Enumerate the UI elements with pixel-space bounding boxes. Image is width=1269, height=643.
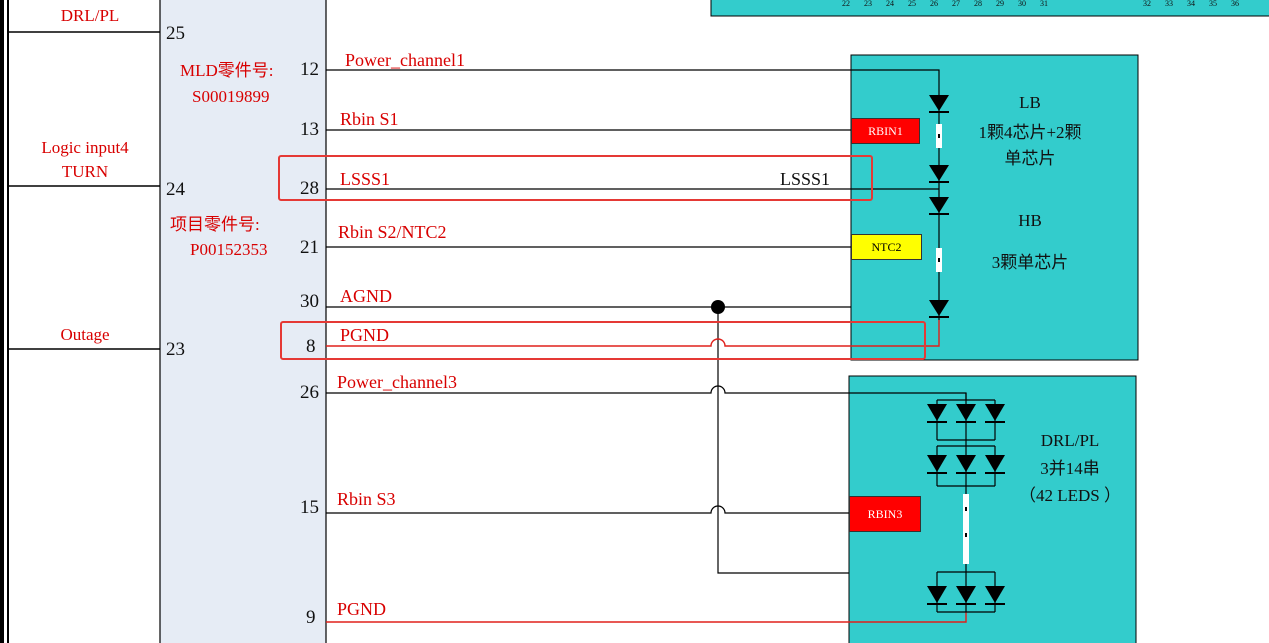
pin-21: 21 — [300, 237, 319, 258]
top-scale: 22 23 24 25 26 27 28 29 30 31 — [842, 0, 1048, 8]
junction-dot — [711, 300, 725, 314]
signal-power-channel1: Power_channel1 — [345, 50, 465, 70]
signal-rbin-s1: Rbin S1 — [340, 109, 399, 129]
turn-input-label-1: Logic input4 — [41, 138, 129, 157]
pin-13: 13 — [300, 119, 319, 140]
signal-pgnd-2: PGND — [337, 599, 387, 619]
highlight-pgnd — [280, 321, 926, 360]
mld-part-number: S00019899 — [192, 87, 270, 106]
outage-input-label: Outage — [60, 325, 110, 344]
project-part-number: P00152353 — [190, 240, 268, 259]
rbin1-tag: RBIN1 — [851, 118, 920, 144]
pin-12: 12 — [300, 59, 319, 80]
lsss1-tag: LSSS1 — [780, 169, 831, 189]
signal-rbin-s3: Rbin S3 — [337, 489, 396, 509]
highlight-lsss1 — [278, 155, 873, 201]
module-lb-hb — [850, 54, 1139, 361]
pin-8: 8 — [306, 336, 316, 357]
signal-agnd: AGND — [340, 286, 392, 306]
wire-agnd-drop — [717, 307, 849, 574]
wire-pgnd-1 — [326, 320, 940, 347]
drl-desc-1: 3并14串 — [1040, 459, 1100, 478]
rbin3-tag: RBIN3 — [849, 496, 921, 532]
wire-rbin-s3 — [326, 505, 849, 514]
drl-title: DRL/PL — [1040, 431, 1100, 450]
hb-title: HB — [1018, 211, 1042, 230]
lb-desc-2: 单芯片 — [1004, 149, 1056, 168]
signal-rbin-s2-ntc2: Rbin S2/NTC2 — [338, 222, 447, 242]
turn-input-label-2: TURN — [61, 162, 109, 181]
hb-desc: 3颗单芯片 — [991, 253, 1069, 272]
turn-input-pin: 24 — [166, 179, 185, 200]
mld-part-label: MLD零件号: — [180, 61, 274, 80]
drl-input-label: DRL/PL — [60, 6, 120, 25]
drl-input-pin: 25 — [166, 23, 185, 44]
wire-power-channel3 — [326, 385, 967, 400]
wire-pgnd-2 — [326, 612, 967, 623]
project-part-label: 项目零件号: — [170, 215, 260, 234]
lb-title: LB — [1019, 93, 1041, 112]
signal-lsss1: LSSS1 — [340, 169, 391, 189]
pin-28: 28 — [300, 178, 319, 199]
wire-power-channel1 — [326, 69, 940, 95]
signal-pgnd-1: PGND — [340, 325, 390, 345]
pin-9: 9 — [306, 607, 316, 628]
pin-15: 15 — [300, 497, 319, 518]
outage-input-pin: 23 — [166, 339, 185, 360]
signal-power-channel3: Power_channel3 — [337, 372, 457, 392]
left-frame-bar — [0, 0, 4, 643]
ntc2-tag: NTC2 — [851, 234, 922, 260]
lb-hb-led-chain — [929, 95, 949, 320]
pin-30: 30 — [300, 291, 319, 312]
top-panel — [710, 0, 1269, 17]
drl-desc-2: （42 LEDS ） — [1019, 486, 1121, 505]
lb-desc-1: 1颗4芯片+2颗 — [978, 123, 1082, 142]
pin-26: 26 — [300, 382, 319, 403]
top-scale-right: 32 33 34 35 36 — [1143, 0, 1239, 8]
